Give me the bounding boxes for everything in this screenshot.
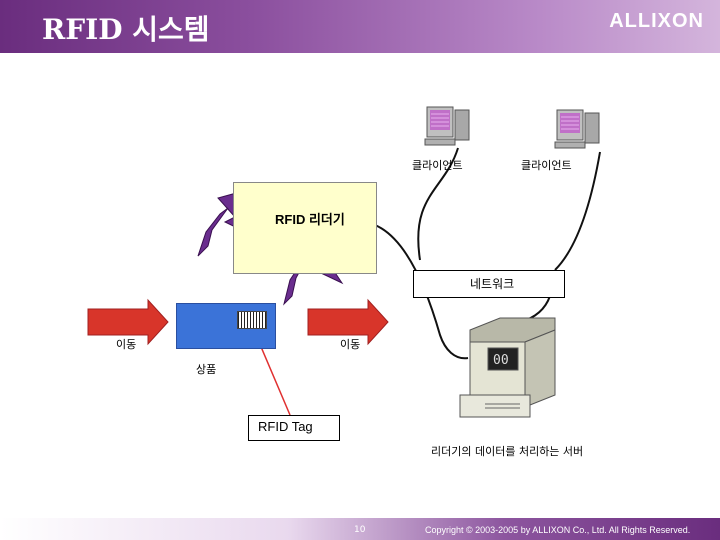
move-left-label: 이동 <box>116 338 137 351</box>
footer-bar: 10 Copyright © 2003-2005 by ALLIXON Co.,… <box>0 518 720 540</box>
network-label: 네트워크 <box>470 277 515 291</box>
server-label: 리더기의 데이터를 처리하는 서버 <box>431 445 584 458</box>
client-left-label: 클라이언트 <box>412 159 463 172</box>
client-right-label: 클라이언트 <box>521 159 572 172</box>
rfid-tag-box <box>248 415 340 441</box>
network-box <box>413 270 565 298</box>
rfid-tag-label: RFID Tag <box>258 419 313 434</box>
move-right-label: 이동 <box>340 338 361 351</box>
computer-icon-left <box>424 106 470 146</box>
rfid-reader-box <box>233 182 377 274</box>
product-box <box>176 303 276 349</box>
barcode-tag-icon <box>237 311 267 329</box>
product-label: 상품 <box>196 363 217 376</box>
cable-client-left <box>417 147 459 261</box>
move-arrow-right <box>307 298 389 346</box>
lightning-icon-top-tail <box>197 207 229 257</box>
cable-reader-server <box>374 224 469 360</box>
company-logo: ALLIXON <box>609 10 704 32</box>
copyright-text: Copyright © 2003-2005 by ALLIXON Co., Lt… <box>425 525 691 535</box>
cable-client-right <box>554 151 601 271</box>
svg-text:00: 00 <box>493 353 509 368</box>
page-title: RFID 시스템 <box>42 13 210 46</box>
move-arrow-left <box>87 298 169 346</box>
server-icon: 00 <box>459 317 556 418</box>
page-number: 10 <box>354 525 366 535</box>
rfid-reader-label: RFID 리더기 <box>275 212 345 227</box>
header-bar: RFID 시스템 ALLIXON <box>0 0 720 53</box>
computer-icon-right <box>554 109 600 149</box>
